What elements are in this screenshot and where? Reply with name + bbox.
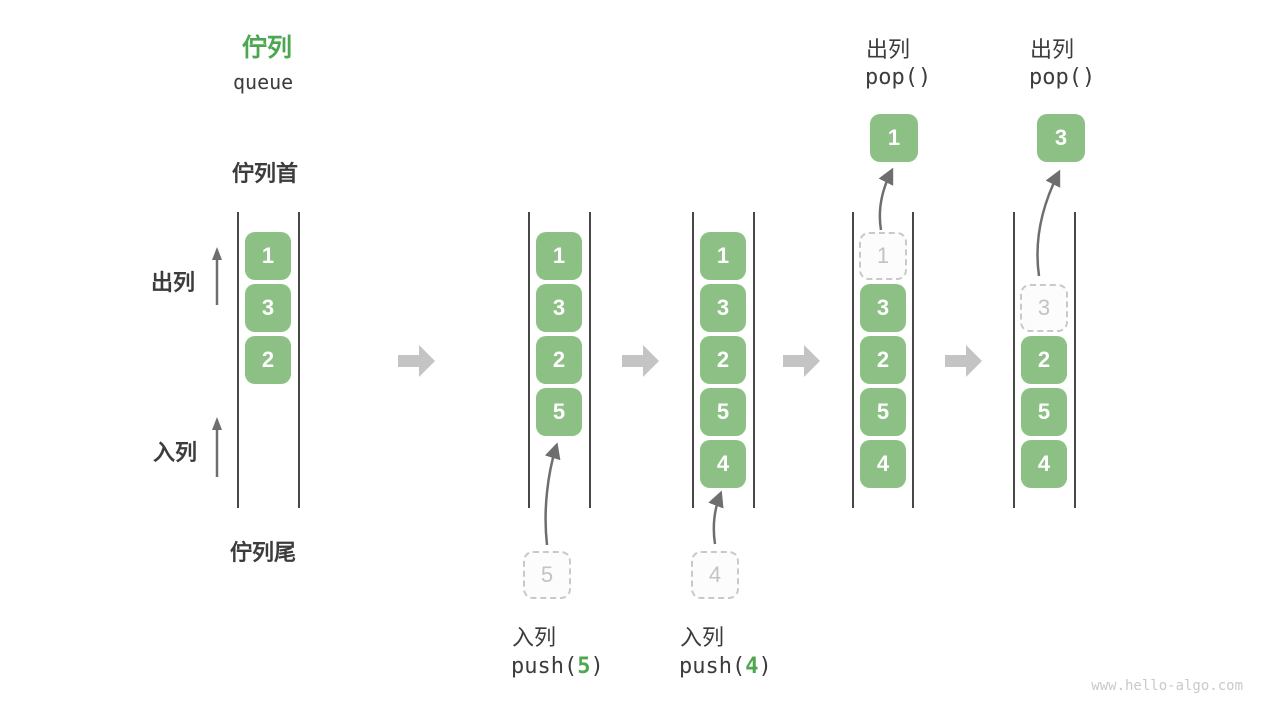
enqueue-op-code: push(4) (679, 654, 772, 679)
queue-cell: 5 (860, 388, 906, 436)
queue-wall (852, 212, 854, 508)
enqueue-direction-arrow-icon (212, 417, 222, 477)
page-subtitle: queue (233, 70, 294, 94)
queue-cell: 3 (860, 284, 906, 332)
popped-element: 3 (1037, 114, 1085, 162)
queue-cell: 4 (860, 440, 906, 488)
queue-cell: 1 (245, 232, 291, 280)
queue-wall (1074, 212, 1076, 508)
queue-cell: 1 (700, 232, 746, 280)
next-step-arrow-icon (622, 345, 659, 377)
popped-element: 1 (870, 114, 918, 162)
page-title: 佇列 (242, 34, 293, 62)
queue-wall (298, 212, 300, 508)
queue-cell: 4 (700, 440, 746, 488)
incoming-element: 4 (691, 551, 739, 599)
dequeue-op-code: pop() (865, 65, 932, 90)
incoming-element: 5 (523, 551, 571, 599)
queue-wall (528, 212, 530, 508)
queue-cell: 3 (536, 284, 582, 332)
dequeue-flow-arrow-icon (1036, 169, 1061, 277)
op-close: ) (758, 654, 772, 679)
queue-cell: 2 (700, 336, 746, 384)
next-step-arrow-icon (945, 345, 982, 377)
dequeue-direction-arrow-icon (212, 247, 222, 305)
queue-cell: 4 (1021, 440, 1067, 488)
queue-wall (692, 212, 694, 508)
dequeue-op-label: 出列 (866, 37, 911, 62)
enqueue-op-label: 入列 (512, 625, 557, 650)
queue-cell: 2 (860, 336, 906, 384)
dequeue-op-code: pop() (1029, 65, 1096, 90)
enqueue-flow-arrow-icon (708, 490, 724, 545)
enqueue-op-label: 入列 (680, 625, 725, 650)
watermark: www.hello-algo.com (1091, 678, 1243, 694)
queue-cell: 2 (1021, 336, 1067, 384)
op-arg: 5 (577, 654, 591, 679)
queue-cell: 2 (245, 336, 291, 384)
enqueue-side-label: 入列 (153, 440, 198, 465)
queue-cell: 5 (536, 388, 582, 436)
queue-wall (237, 212, 239, 508)
dequeue-op-label: 出列 (1030, 37, 1075, 62)
queue-rear-label: 佇列尾 (230, 540, 297, 565)
op-arg: 4 (745, 654, 759, 679)
queue-wall (589, 212, 591, 508)
queue-wall (912, 212, 914, 508)
op-fn: push( (679, 654, 746, 679)
queue-wall (1013, 212, 1015, 508)
op-fn: push( (511, 654, 578, 679)
queue-cell: 5 (1021, 388, 1067, 436)
next-step-arrow-icon (398, 345, 435, 377)
enqueue-flow-arrow-icon (544, 442, 561, 546)
next-step-arrow-icon (783, 345, 820, 377)
queue-cell: 1 (536, 232, 582, 280)
queue-cell: 3 (700, 284, 746, 332)
dequeue-side-label: 出列 (151, 270, 196, 295)
enqueue-op-code: push(5) (511, 654, 604, 679)
op-close: ) (590, 654, 604, 679)
queue-cell: 5 (700, 388, 746, 436)
dequeue-flow-arrow-icon (878, 167, 894, 231)
queue-wall (753, 212, 755, 508)
ghost-cell: 1 (859, 232, 907, 280)
ghost-cell: 3 (1020, 284, 1068, 332)
queue-cell: 3 (245, 284, 291, 332)
queue-cell: 2 (536, 336, 582, 384)
queue-front-label: 佇列首 (232, 161, 299, 186)
